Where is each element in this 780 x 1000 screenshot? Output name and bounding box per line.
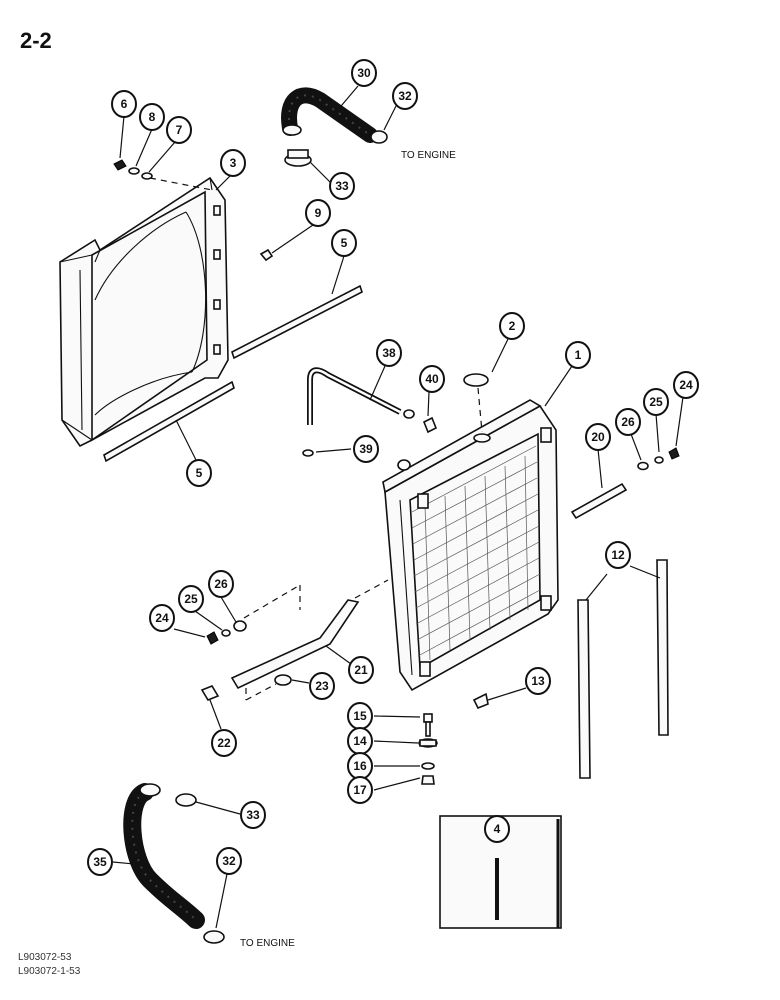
callout-8: 8 [139, 103, 165, 131]
shroud-hardware [113, 159, 274, 262]
svg-text:33: 33 [335, 179, 349, 193]
svg-text:16: 16 [353, 759, 367, 773]
svg-text:24: 24 [679, 378, 693, 392]
svg-text:21: 21 [354, 663, 368, 677]
svg-text:17: 17 [353, 783, 367, 797]
svg-text:8: 8 [149, 110, 156, 124]
svg-text:12: 12 [611, 548, 625, 562]
svg-text:14: 14 [353, 734, 367, 748]
callout-40: 40 [419, 365, 445, 393]
leader-lines [112, 85, 684, 929]
callout-26-right: 26 [615, 408, 641, 436]
callout-33-bottom: 33 [240, 801, 266, 829]
callout-22: 22 [211, 729, 237, 757]
callout-32-top: 32 [392, 82, 418, 110]
callout-33-top: 33 [329, 172, 355, 200]
callout-25-right: 25 [643, 388, 669, 416]
callout-7: 7 [166, 116, 192, 144]
callout-1: 1 [565, 341, 591, 369]
callout-21: 21 [348, 656, 374, 684]
svg-text:7: 7 [176, 123, 183, 137]
callout-38: 38 [376, 339, 402, 367]
svg-text:13: 13 [531, 674, 545, 688]
callout-25-left: 25 [178, 585, 204, 613]
page-number: 2-2 [20, 28, 52, 53]
footer-code-1: L903072-53 [18, 952, 72, 963]
seal-strips [103, 284, 363, 463]
bypass-hose [302, 367, 438, 457]
callout-17: 17 [347, 776, 373, 804]
svg-text:3: 3 [230, 156, 237, 170]
callout-5-bottom: 5 [186, 459, 212, 487]
mounting-hardware [418, 713, 438, 785]
svg-text:40: 40 [425, 372, 439, 386]
callout-9: 9 [305, 199, 331, 227]
callout-39: 39 [353, 435, 379, 463]
svg-text:35: 35 [93, 855, 107, 869]
lower-hose [123, 783, 225, 944]
fan-shroud [59, 176, 229, 448]
svg-text:24: 24 [155, 611, 169, 625]
svg-text:2: 2 [509, 319, 516, 333]
svg-text:26: 26 [214, 577, 228, 591]
callout-16: 16 [347, 752, 373, 780]
to-engine-note-bottom: TO ENGINE [240, 938, 295, 949]
callout-30: 30 [351, 59, 377, 87]
svg-text:20: 20 [591, 430, 605, 444]
drain-cock [472, 692, 489, 710]
callout-26-left: 26 [208, 570, 234, 598]
callout-20: 20 [585, 423, 611, 451]
callout-5-top: 5 [331, 229, 357, 257]
svg-text:23: 23 [315, 679, 329, 693]
svg-text:26: 26 [621, 415, 635, 429]
support-rod-right [570, 447, 680, 520]
svg-text:15: 15 [353, 709, 367, 723]
callout-23: 23 [309, 672, 335, 700]
svg-text:6: 6 [121, 97, 128, 111]
side-seal-strips [577, 559, 669, 779]
svg-text:25: 25 [184, 592, 198, 606]
svg-text:5: 5 [196, 466, 203, 480]
callout-15: 15 [347, 702, 373, 730]
footer-code-2: L903072-1-53 [18, 966, 81, 977]
callout-14: 14 [347, 727, 373, 755]
svg-text:38: 38 [382, 346, 396, 360]
callout-4: 4 [484, 815, 510, 843]
svg-text:32: 32 [222, 854, 236, 868]
callout-32-bottom: 32 [216, 847, 242, 875]
svg-text:30: 30 [357, 66, 371, 80]
svg-text:32: 32 [398, 89, 412, 103]
upper-hose [281, 87, 388, 167]
svg-text:33: 33 [246, 808, 260, 822]
svg-text:4: 4 [494, 822, 501, 836]
svg-text:25: 25 [649, 395, 663, 409]
callout-2: 2 [499, 312, 525, 340]
svg-text:5: 5 [341, 236, 348, 250]
callout-13: 13 [525, 667, 551, 695]
svg-text:9: 9 [315, 206, 322, 220]
support-rod-lower [200, 579, 389, 701]
callout-3: 3 [220, 149, 246, 177]
radiator [382, 373, 559, 692]
callout-12: 12 [605, 541, 631, 569]
callout-6: 6 [111, 90, 137, 118]
svg-text:22: 22 [217, 736, 231, 750]
callout-24-right: 24 [673, 371, 699, 399]
callout-35: 35 [87, 848, 113, 876]
callout-24-left: 24 [149, 604, 175, 632]
svg-text:1: 1 [575, 348, 582, 362]
to-engine-note-top: TO ENGINE [401, 150, 456, 161]
svg-text:39: 39 [359, 442, 373, 456]
